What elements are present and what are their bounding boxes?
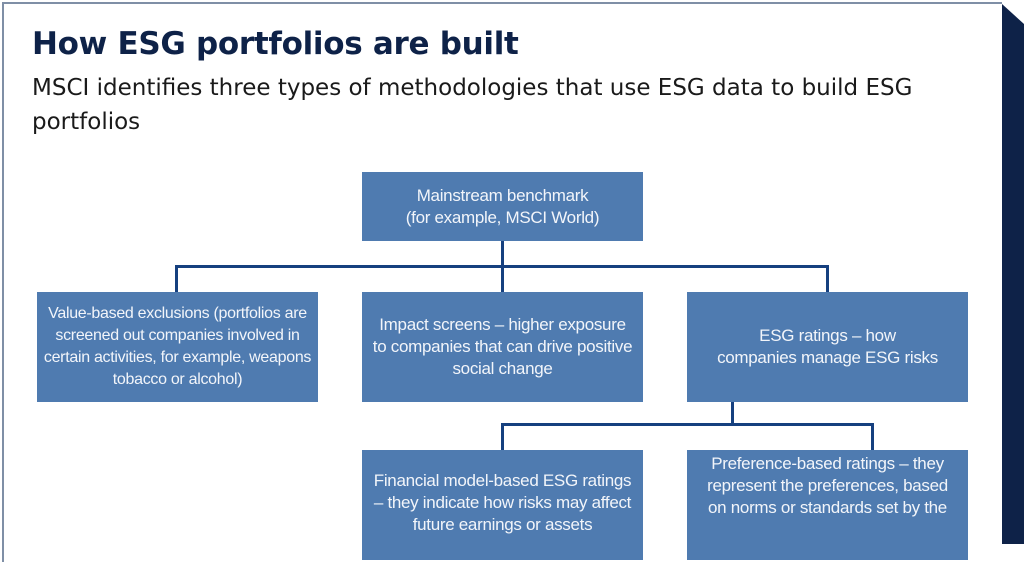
- page-title: How ESG portfolios are built: [32, 26, 519, 62]
- connector-to-impact: [501, 265, 504, 293]
- page-subtitle: MSCI identifies three types of methodolo…: [32, 75, 913, 135]
- box-impact-screens: Impact screens – higher exposure to comp…: [362, 292, 643, 402]
- box-financial-model-based-ratings: Financial model-based ESG ratings – they…: [362, 450, 643, 560]
- box-line: certain activities, for example, weapons: [43, 349, 312, 366]
- connector-to-esg-ratings: [826, 265, 829, 293]
- box-line: Mainstream benchmark: [416, 185, 589, 205]
- box-line: Value-based exclusions (portfolios are: [48, 305, 307, 322]
- connector-root-down: [501, 241, 504, 268]
- decorative-side-bar: [1002, 4, 1024, 544]
- connector-to-financial: [501, 423, 504, 450]
- box-line: Impact screens – higher exposure: [379, 315, 626, 334]
- box-preference-based-ratings: Preference-based ratings – they represen…: [687, 450, 968, 560]
- box-line: screened out companies involved in: [55, 327, 300, 344]
- box-line: social change: [452, 359, 553, 378]
- connector-to-preference: [871, 423, 874, 450]
- box-value-based-exclusions: Value-based exclusions (portfolios are s…: [37, 292, 318, 402]
- box-line: – they indicate how risks may affect: [373, 493, 632, 512]
- connector-level2-horizontal: [501, 423, 874, 426]
- box-line: tobacco or alcohol): [112, 371, 243, 388]
- box-line: to companies that can drive positive: [372, 337, 633, 356]
- box-line: ESG ratings – how: [759, 326, 896, 345]
- box-line: Financial model-based ESG ratings: [373, 471, 632, 490]
- connector-to-value-based: [175, 265, 178, 293]
- box-line: Preference-based ratings – they: [711, 454, 944, 473]
- connector-esg-ratings-down: [731, 401, 734, 426]
- box-line: on norms or standards set by the: [708, 498, 947, 517]
- box-line: future earnings or assets: [412, 515, 593, 534]
- box-line: companies manage ESG risks: [717, 348, 938, 367]
- box-mainstream-benchmark: Mainstream benchmark (for example, MSCI …: [362, 172, 643, 241]
- box-line: represent the preferences, based: [707, 476, 948, 495]
- box-esg-ratings: ESG ratings – how companies manage ESG r…: [687, 292, 968, 402]
- box-line: (for example, MSCI World): [405, 207, 600, 227]
